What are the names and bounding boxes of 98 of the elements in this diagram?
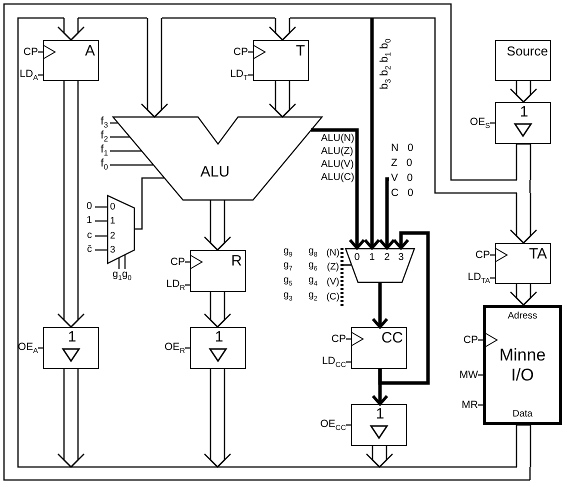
flag-label: ALU(N) <box>321 134 354 144</box>
flag-label: ALU(Z) <box>321 147 354 157</box>
signal-label: CP <box>331 334 346 344</box>
signal-label: MW <box>459 370 478 380</box>
signal-label: CP <box>170 256 185 268</box>
select-label: g$_{3}$ <box>284 290 292 304</box>
select-label: g$_{8}$ <box>308 246 318 260</box>
bus-arrow <box>366 445 394 468</box>
memory-box <box>483 305 562 425</box>
alu-name: ALU <box>200 164 230 180</box>
select-label: g$_{2}$ <box>308 290 318 304</box>
constant-label: C 0 <box>391 188 414 198</box>
arrow <box>378 177 396 250</box>
register-name: T <box>296 44 305 58</box>
signal-label: c <box>87 231 92 241</box>
signal-label: CP <box>233 46 248 58</box>
function-label: f$_{2}$ <box>100 130 108 144</box>
multiplexer <box>345 248 415 283</box>
signal-label: g$_{1}$g$_{0}$ <box>112 270 132 282</box>
constant-label: V 0 <box>391 172 413 184</box>
signal-label: LD$_{R}$ <box>166 278 185 292</box>
signal-label: MR <box>462 400 478 410</box>
buffer-box <box>43 327 99 369</box>
signal-label: CP <box>463 334 478 346</box>
bus-arrow <box>204 291 232 328</box>
register-name: R <box>231 254 242 268</box>
bus-arrow <box>57 17 85 41</box>
signal-label: LD$_{T}$ <box>230 68 248 82</box>
select-label: g$_{7}$ <box>284 260 292 274</box>
signal-label: LD$_{TA}$ <box>468 272 490 284</box>
function-label: f$_{1}$ <box>100 144 108 158</box>
pin-number: 3 <box>398 253 404 263</box>
signal-label: 1 <box>86 216 92 226</box>
bus-arrow <box>510 283 538 306</box>
bus-arrow <box>57 368 85 468</box>
alu-shape <box>113 117 322 200</box>
source-name: Source <box>506 44 548 58</box>
signal-label: OE$_{R}$ <box>164 342 185 354</box>
arrow <box>372 369 388 406</box>
pin-number: 0 <box>110 202 116 212</box>
pin-number: 2 <box>384 253 390 263</box>
buffer-box <box>351 404 407 446</box>
buffer-box <box>190 327 246 369</box>
buffer-label: 1 <box>520 104 528 120</box>
signal-label: CP <box>23 46 38 58</box>
signal-label: 0 <box>86 202 92 212</box>
constant-label: Z 0 <box>391 158 412 168</box>
register-name: A <box>84 44 95 58</box>
multiplexer <box>107 195 135 264</box>
arrow <box>372 283 388 328</box>
memory-name: Minne I/O <box>498 345 547 385</box>
bus-arrow <box>140 17 168 118</box>
flag-label: ALU(C) <box>321 173 354 183</box>
signal-label: LD$_{A}$ <box>20 68 38 82</box>
register-box <box>253 40 309 81</box>
register-box <box>43 40 99 81</box>
signal-label: c̄ <box>87 245 92 255</box>
flag-label: ALU(V) <box>321 160 354 170</box>
bus-arrow <box>204 368 232 468</box>
select-label: g$_{5}$ <box>284 276 292 288</box>
bus-arrow <box>268 80 296 118</box>
pin-number: 1 <box>110 216 116 226</box>
bus-arrow <box>204 199 232 251</box>
arrow <box>311 128 366 250</box>
function-label: f$_{0}$ <box>100 158 108 172</box>
bus-arrow <box>510 80 538 103</box>
signal-label: OE$_{A}$ <box>18 342 38 354</box>
port-label: Data <box>512 409 533 419</box>
register-name: CC <box>381 330 403 346</box>
bus-arrow <box>510 192 538 244</box>
register-box <box>190 250 246 292</box>
signal-label: CP <box>475 250 490 260</box>
bus-arrow <box>57 80 85 328</box>
select-label: (V) <box>326 277 340 287</box>
select-label: g$_{4}$ <box>308 276 318 288</box>
signal-label: LD$_{CC}$ <box>322 356 346 368</box>
buffer-label: 1 <box>214 330 224 344</box>
buffer-box <box>495 102 551 144</box>
select-label: (C) <box>326 292 340 302</box>
pin-number: 1 <box>369 253 375 263</box>
register-box <box>351 327 407 369</box>
select-label: g$_{9}$ <box>284 246 292 260</box>
source-box <box>495 40 551 81</box>
function-label: f$_{3}$ <box>100 116 108 130</box>
constant-label: N 0 <box>391 142 414 154</box>
buffer-label: 1 <box>68 330 76 344</box>
pin-number: 0 <box>354 253 360 263</box>
signal-label: OE$_{CC}$ <box>320 418 346 432</box>
arrow <box>364 18 380 250</box>
bus-arrow <box>268 17 296 41</box>
pin-number: 2 <box>110 231 116 241</box>
register-name: TA <box>528 246 547 262</box>
register-box <box>495 243 551 284</box>
pin-number: 3 <box>110 245 116 255</box>
signal-label: OE$_{S}$ <box>470 116 490 130</box>
select-label: g$_{6}$ <box>308 260 318 274</box>
port-label: Adress <box>508 311 538 321</box>
buffer-label: 1 <box>376 406 384 422</box>
